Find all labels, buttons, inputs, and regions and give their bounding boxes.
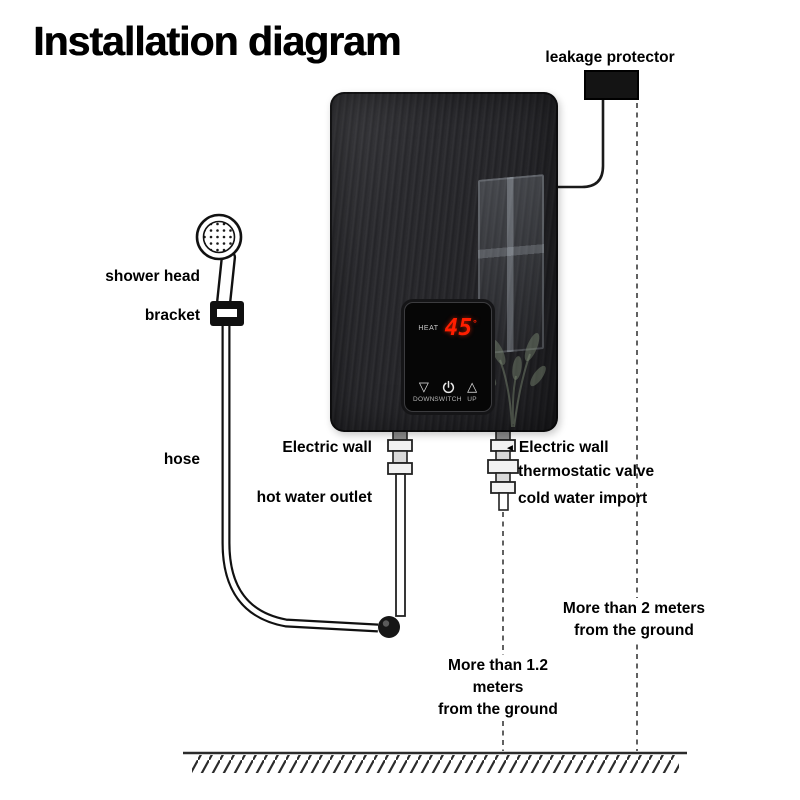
leakage-protector-box: [584, 70, 639, 100]
switch-label: SWITCH: [434, 396, 462, 403]
temperature-readout: 45°: [444, 315, 478, 341]
up-button: △ UP: [460, 379, 484, 404]
label-leakage-protector: leakage protector: [545, 49, 675, 66]
control-panel: HEAT 45° ▽ DOWN SWITCH △ UP: [404, 302, 492, 412]
touch-buttons: ▽ DOWN SWITCH △ UP: [412, 379, 484, 404]
down-arrow-icon: ▽: [418, 379, 429, 394]
up-label: UP: [467, 396, 477, 403]
thermostatic-valve-assembly: [487, 429, 519, 511]
label-height-2m: More than 2 meters from the ground: [558, 598, 710, 642]
hose: [221, 326, 379, 633]
hot-water-outlet-pipe: [378, 429, 413, 638]
label-height-1-2m: More than 1.2 meters from the ground: [420, 655, 576, 721]
page-title: Installation diagram: [33, 18, 401, 64]
label-bracket: bracket: [144, 307, 200, 324]
water-heater-unit: HEAT 45° ▽ DOWN SWITCH △ UP: [330, 92, 558, 432]
up-arrow-icon: △: [467, 379, 478, 394]
power-wire: [556, 99, 605, 189]
plant-reflection: [479, 332, 546, 427]
power-icon: [442, 380, 454, 394]
degree-mark: °: [472, 319, 478, 330]
temperature-display: HEAT 45°: [412, 317, 484, 340]
label-thermostatic-valve: thermostatic valve: [518, 463, 655, 480]
label-cold-water-import: cold water import: [518, 490, 648, 507]
switch-button: SWITCH: [434, 380, 462, 403]
down-label: DOWN: [412, 396, 435, 403]
ground-line: [183, 751, 687, 773]
bracket: [210, 301, 244, 326]
label-hose: hose: [163, 451, 200, 468]
down-button: ▽ DOWN: [412, 379, 436, 404]
heat-label: HEAT: [418, 325, 439, 332]
label-electric-wall-right: ◄Electric wall: [505, 439, 609, 456]
label-hot-water-outlet: hot water outlet: [256, 489, 372, 506]
left-pointer-icon: ◄: [505, 443, 515, 454]
shower-head: [195, 213, 243, 308]
label-electric-wall-left: Electric wall: [282, 439, 372, 456]
label-shower-head: shower head: [105, 268, 200, 285]
